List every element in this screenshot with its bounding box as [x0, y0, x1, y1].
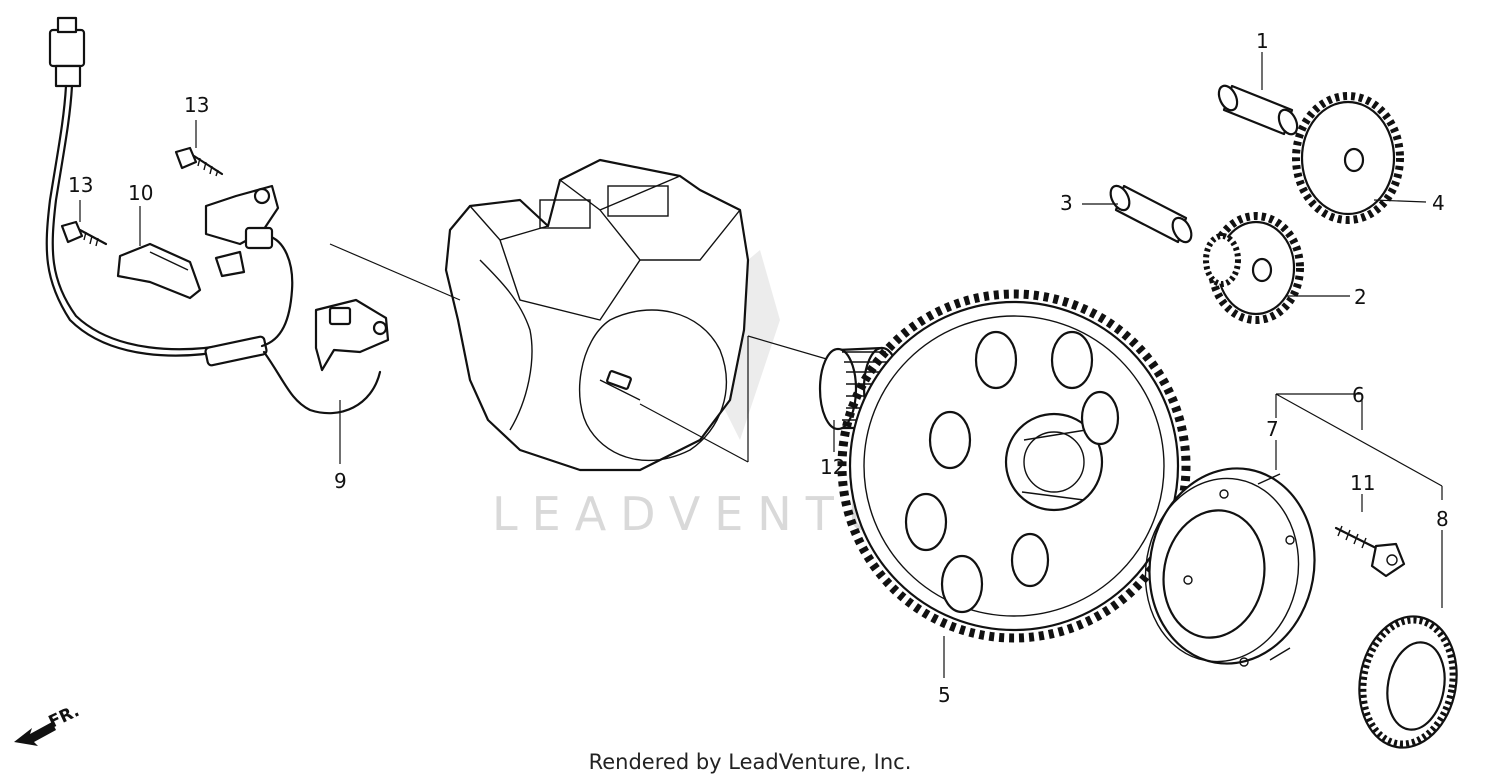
callout-11: 11 [1350, 471, 1375, 495]
wire-harness [45, 16, 382, 415]
callout-10: 10 [128, 181, 153, 205]
callout-1: 1 [1256, 29, 1269, 53]
shaft-pin-3 [1109, 184, 1193, 244]
leader-lines [79, 52, 1443, 678]
callout-5: 5 [938, 683, 951, 707]
front-arrow-label: FR. [46, 701, 83, 732]
idle-gear-2 [1203, 212, 1304, 324]
front-direction-arrow: FR. [14, 701, 83, 746]
callout-8: 8 [1436, 507, 1449, 531]
callout-7: 7 [1266, 417, 1279, 441]
footer-credit: Rendered by LeadVenture, Inc. [588, 750, 912, 774]
starter-driven-gear [837, 289, 1191, 643]
callout-3: 3 [1060, 191, 1073, 215]
pulse-generator-bracket [116, 184, 280, 300]
one-way-clutch [1358, 615, 1458, 749]
alignment-lines [329, 243, 831, 463]
shaft-pin-1 [1217, 84, 1299, 136]
callout-labels: 1 4 3 2 6 7 11 8 5 12 9 13 13 10 [68, 29, 1449, 707]
starter-clutch-outer [1144, 467, 1316, 667]
bolt-13-lower [60, 220, 108, 247]
engine-block [444, 158, 750, 472]
callout-13-lower: 13 [68, 173, 93, 197]
callout-6: 6 [1352, 383, 1365, 407]
callout-13-upper: 13 [184, 93, 209, 117]
bolt-13-upper [174, 146, 224, 177]
callout-2: 2 [1354, 285, 1367, 309]
pulse-generator [314, 298, 390, 372]
reduction-gear-4 [1292, 92, 1404, 224]
callout-4: 4 [1432, 191, 1445, 215]
callout-9: 9 [334, 469, 347, 493]
callout-12: 12 [820, 455, 845, 479]
socket-bolt-11 [1334, 525, 1406, 578]
